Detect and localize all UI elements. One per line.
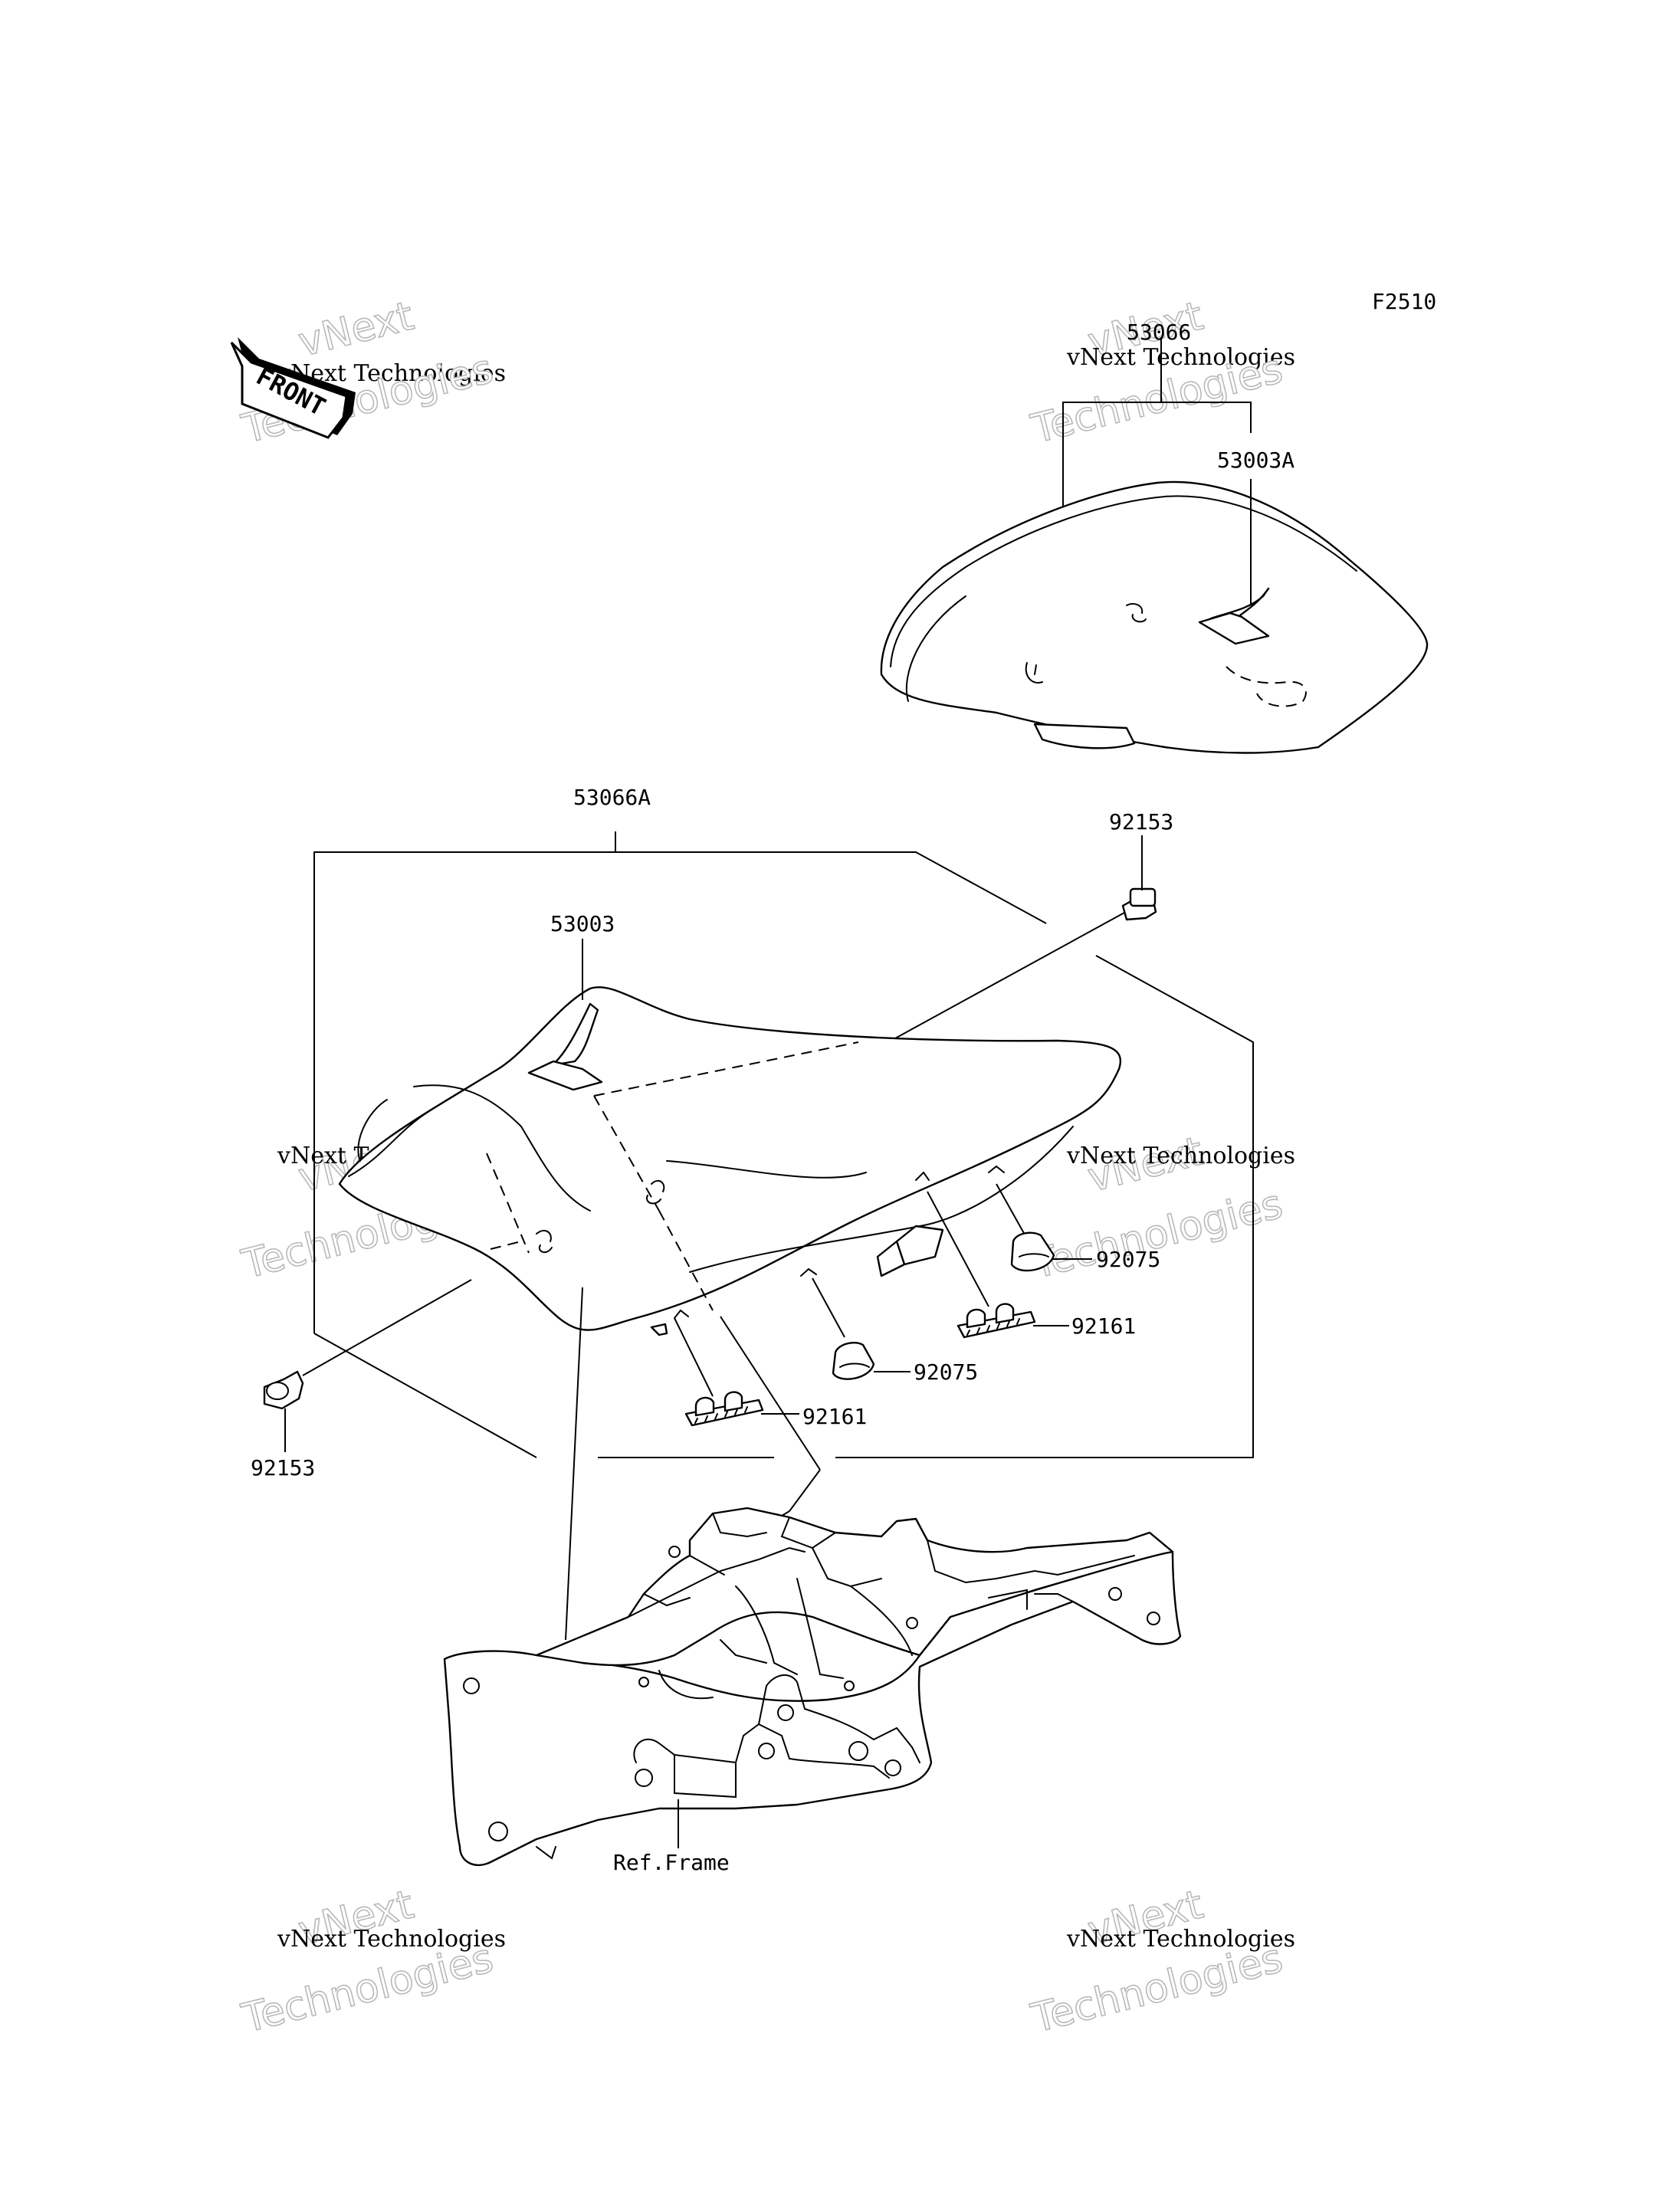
watermark-bottom-right: vNext vNext Technologies Technologies [1026, 1881, 1295, 2043]
rear-seat [880, 480, 1429, 754]
label-damper-right: 92075 [1096, 1247, 1160, 1272]
figure-code: F2510 [1372, 289, 1436, 314]
front-seat [338, 986, 1121, 1336]
watermark-small: vNext Technologies [277, 1926, 506, 1953]
label-ref-frame: Ref.Frame [613, 1850, 730, 1875]
rear-seat-leaders [1062, 337, 1252, 605]
front-seat-assy-bracket [313, 831, 1254, 1458]
label-seat-assy-front: 53066A [573, 785, 651, 810]
damper-right-icon [996, 1183, 1055, 1272]
watermark-big-line1: vNext [294, 293, 418, 366]
clip-right-icon [927, 1191, 1036, 1339]
label-bolt-right: 92153 [1109, 809, 1173, 835]
bolt-left-icon [263, 1279, 472, 1410]
label-seat-assy-rear: 53066 [1127, 320, 1191, 345]
label-bolt-left: 92153 [251, 1455, 315, 1481]
watermark-small: vNext Technologies [1066, 1926, 1295, 1953]
label-clip-right: 92161 [1071, 1313, 1136, 1339]
rear-frame [443, 1507, 1182, 1867]
label-seat-cover-front: 53003 [550, 911, 615, 936]
watermark-mid-right: vNext vNext Technologies Technologies [1026, 1128, 1295, 1289]
clip-center-icon [674, 1317, 764, 1427]
label-seat-cover-rear: 53003A [1217, 448, 1294, 473]
watermark-small: vNext Technologies [1066, 344, 1295, 371]
damper-center-icon [812, 1277, 875, 1380]
label-clip-center: 92161 [802, 1404, 867, 1429]
label-damper-center: 92075 [914, 1359, 978, 1385]
watermark-small: vNext Technologies [1066, 1143, 1295, 1169]
watermark-bottom-left: vNext vNext Technologies Technologies [237, 1881, 506, 2043]
bolt-right-icon [894, 887, 1157, 1039]
